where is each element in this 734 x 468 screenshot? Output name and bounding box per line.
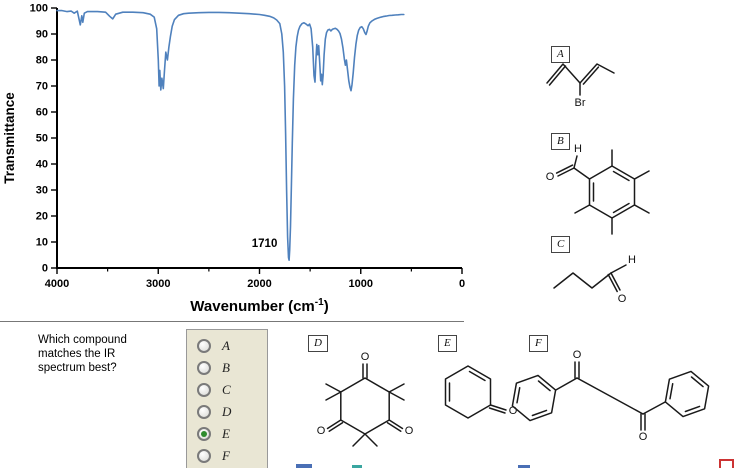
atom-label-o: O	[509, 405, 518, 417]
radio-button-b[interactable]	[197, 361, 211, 375]
atom-label-o-top: O	[361, 351, 370, 363]
radio-button-c[interactable]	[197, 383, 211, 397]
cutoff-artifact	[719, 459, 734, 468]
structure-e-drawing: O	[444, 365, 518, 419]
structure-label-e: E	[438, 335, 457, 352]
structure-label-c: C	[551, 236, 571, 253]
y-axis-title: Transmittance	[2, 92, 17, 184]
option-label-f: F	[222, 448, 230, 463]
option-label-b: B	[222, 360, 230, 375]
radio-option-d[interactable]: D	[197, 401, 267, 423]
question-text: Which compound matches the IR spectrum b…	[38, 334, 127, 375]
x-axis-title: Wavenumber (cm-1)	[190, 297, 328, 315]
ir-spectrum-chart: 0 10 20 30 40 50 60 70 80 90 100 4000 3000 2000 1000 0 T…	[2, 3, 465, 316]
radio-button-d[interactable]	[197, 405, 211, 419]
y-tick-label: 100	[30, 3, 48, 15]
radio-option-e[interactable]: E	[197, 423, 267, 445]
y-tick-label: 40	[36, 159, 48, 171]
radio-button-e[interactable]	[197, 427, 211, 441]
atom-label-h: H	[628, 254, 636, 266]
radio-button-a[interactable]	[197, 339, 211, 353]
structure-label-d: D	[308, 335, 328, 352]
x-tick-label: 1000	[349, 278, 373, 290]
radio-option-f[interactable]: F	[197, 445, 267, 467]
structure-c-drawing: H O	[553, 254, 636, 305]
radio-button-f[interactable]	[197, 449, 211, 463]
x-tick-label: 4000	[45, 278, 69, 290]
structure-d-drawing: O O O	[317, 351, 414, 447]
option-label-d: D	[222, 404, 232, 419]
atom-label-o-left: O	[317, 425, 326, 437]
x-tick-label: 3000	[146, 278, 170, 290]
y-tick-label: 0	[42, 263, 48, 275]
peak-annotation: 1710	[252, 238, 278, 250]
x-tick-label: 2000	[247, 278, 271, 290]
structure-f-drawing: O O	[511, 349, 710, 443]
cutoff-artifact	[518, 465, 530, 468]
cutoff-artifact	[352, 465, 362, 468]
y-tick-label: 30	[36, 185, 48, 197]
atom-label-o1: O	[573, 349, 582, 361]
atom-label-o-right: O	[405, 425, 414, 437]
axis-frame	[56, 8, 462, 269]
atom-label-o: O	[618, 293, 627, 305]
atom-label-br: Br	[575, 97, 586, 109]
y-tick-label: 60	[36, 107, 48, 119]
y-tick-label: 70	[36, 81, 48, 93]
y-tick-label: 10	[36, 237, 48, 249]
spectrum-curve	[56, 9, 405, 262]
structure-b-drawing: H O	[546, 143, 650, 235]
option-label-a: A	[222, 338, 230, 353]
structure-label-f: F	[529, 335, 548, 352]
y-tick-label: 90	[36, 29, 48, 41]
atom-label-o: O	[546, 171, 555, 183]
y-tick-label: 50	[36, 133, 48, 145]
y-tick-label: 20	[36, 211, 48, 223]
structure-a-drawing: Br	[546, 63, 615, 109]
option-label-c: C	[222, 382, 231, 397]
answer-panel: A B C D E F	[186, 329, 268, 468]
x-tick-label: 0	[459, 278, 465, 290]
cutoff-artifact	[296, 464, 312, 468]
radio-option-b[interactable]: B	[197, 357, 267, 379]
atom-label-h: H	[574, 143, 582, 155]
option-label-e: E	[222, 426, 230, 441]
radio-option-a[interactable]: A	[197, 335, 267, 357]
structure-label-a: A	[551, 46, 570, 63]
atom-label-o2: O	[639, 431, 648, 443]
radio-option-c[interactable]: C	[197, 379, 267, 401]
section-divider	[0, 321, 464, 322]
structure-label-b: B	[551, 133, 570, 150]
y-tick-label: 80	[36, 55, 48, 67]
